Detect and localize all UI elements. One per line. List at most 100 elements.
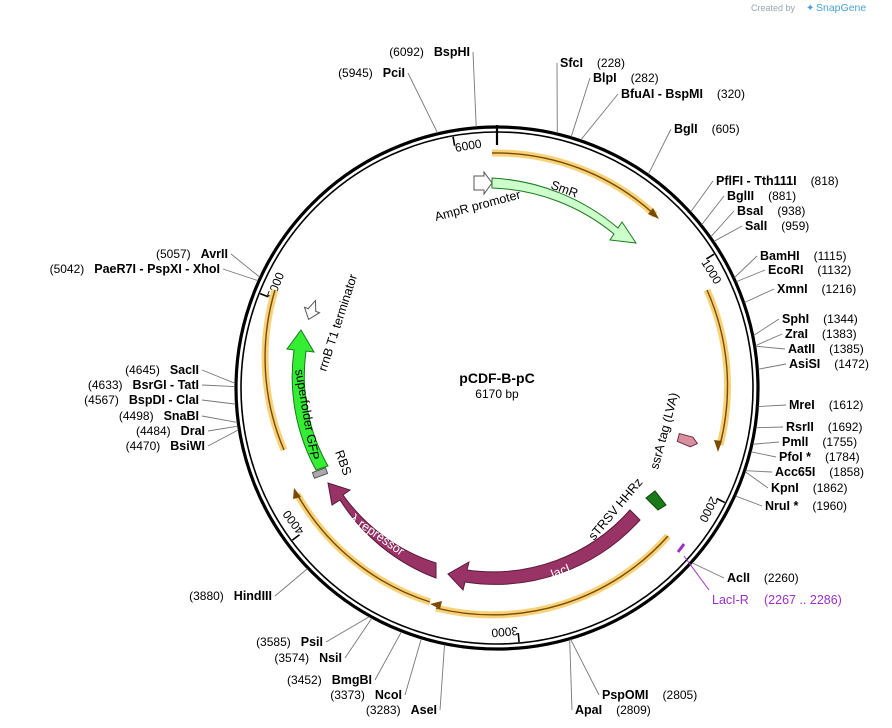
plasmid-size: 6170 bp xyxy=(475,387,519,401)
site-name: BlpI xyxy=(593,71,617,85)
site-pspomi[interactable]: PspOMI(2805) xyxy=(570,639,698,702)
site-sali[interactable]: SalI(959) xyxy=(713,219,809,242)
site-bsrgi[interactable]: BsrGI - TatI(4633) xyxy=(88,378,236,392)
site-drai[interactable]: DraI(4484) xyxy=(136,424,238,438)
strsv-hhrz-feature[interactable] xyxy=(645,490,667,511)
site-bsphi[interactable]: BspHI(6092) xyxy=(389,45,477,127)
branding-name[interactable]: SnapGene xyxy=(816,2,866,14)
site-hindiii[interactable]: HindIII(3880) xyxy=(189,568,308,603)
site-asisi[interactable]: AsiSI(1472) xyxy=(758,357,869,371)
primer-pos: (2267 .. 2286) xyxy=(764,593,842,607)
site-name: SphI xyxy=(782,312,809,326)
site-leader-line xyxy=(735,495,763,507)
site-leader-line xyxy=(222,268,259,282)
site-name: NcoI xyxy=(375,688,402,702)
site-position: (2809) xyxy=(616,703,651,717)
rrnb-terminator-arrow[interactable] xyxy=(301,298,323,322)
site-bspdi[interactable]: BspDI - ClaI(4567) xyxy=(84,393,236,407)
site-position: (1692) xyxy=(828,420,863,434)
site-leader-line xyxy=(404,638,422,696)
site-acc65i[interactable]: Acc65I(1858) xyxy=(745,465,864,479)
site-position: (5057) xyxy=(156,247,191,261)
site-leader-line xyxy=(325,616,370,643)
site-name: SfcI xyxy=(560,56,583,70)
site-psii[interactable]: PsiI(3585) xyxy=(256,616,370,649)
site-zrai[interactable]: ZraI (1383) xyxy=(755,327,857,347)
superfolder-gfp-feature[interactable] xyxy=(286,329,329,471)
site-bamhi[interactable]: BamHI(1115) xyxy=(734,249,847,278)
site-leader-line xyxy=(691,562,725,579)
tick-mark-5000 xyxy=(259,292,269,298)
site-leader-line xyxy=(407,72,438,134)
site-name: BfuAI - BspMI xyxy=(621,87,703,101)
site-position: (1344) xyxy=(823,312,858,326)
site-position: (3880) xyxy=(189,589,224,603)
site-name: RsrII xyxy=(786,420,814,434)
ampr-promoter-label: AmpR promoter xyxy=(433,188,522,224)
site-bsai[interactable]: BsaI(938) xyxy=(710,204,806,238)
site-name: AvrII xyxy=(201,247,228,261)
site-position: (1132) xyxy=(817,263,851,277)
site-snabi[interactable]: SnaBI(4498) xyxy=(119,409,238,423)
tick-mark-3000 xyxy=(517,633,520,643)
tick-label-2000: 2000 xyxy=(696,494,721,524)
site-acli[interactable]: AclI(2260) xyxy=(691,562,799,585)
smr-feature[interactable] xyxy=(491,177,638,244)
site-name: ZraI xyxy=(785,327,808,341)
rbs-feature[interactable] xyxy=(311,467,329,479)
restriction-sites: BspHI(6092)PciI(5945)SfcI(228)BlpI(282)B… xyxy=(50,45,869,717)
site-sfci[interactable]: SfcI(228) xyxy=(556,56,625,134)
site-ncoi[interactable]: NcoI(3373) xyxy=(330,638,422,702)
tick-label-3000: 3000 xyxy=(490,624,518,640)
orf-arc-lambda[interactable] xyxy=(293,492,432,606)
site-kpni[interactable]: KpnI(1862) xyxy=(744,471,847,495)
site-bmgbi[interactable]: BmgBI(3452) xyxy=(287,631,402,687)
site-name: BspDI - ClaI xyxy=(129,393,199,407)
site-bgli[interactable]: BglI(605) xyxy=(647,122,740,175)
site-blpi[interactable]: BlpI(282) xyxy=(570,71,659,137)
plasmid-name: pCDF-B-pC xyxy=(459,370,534,386)
site-position: (1383) xyxy=(822,327,857,341)
site-xmni[interactable]: XmnI(1216) xyxy=(744,282,857,303)
site-aatii[interactable]: AatII(1385) xyxy=(755,342,864,356)
site-apai[interactable]: ApaI(2809) xyxy=(569,639,651,717)
site-pcii[interactable]: PciI(5945) xyxy=(338,66,438,134)
site-bsiwi[interactable]: BsiWI(4470) xyxy=(126,429,239,453)
site-mrei[interactable]: MreI(1612) xyxy=(758,398,863,412)
site-ecori[interactable]: EcoRI(1132) xyxy=(736,263,851,283)
site-leader-line xyxy=(713,225,743,242)
site-leader-line xyxy=(710,210,735,238)
site-leader-line xyxy=(755,345,786,350)
site-leader-line xyxy=(201,415,238,423)
site-leader-line xyxy=(580,93,619,141)
site-position: (5042) xyxy=(50,262,85,276)
site-position: (1472) xyxy=(834,357,869,371)
site-name: AseI xyxy=(411,703,437,717)
lambda-repressor-feature[interactable] xyxy=(327,482,437,579)
laci-feature[interactable] xyxy=(447,509,641,592)
site-asei[interactable]: AseI(3283) xyxy=(366,644,445,717)
site-name: KpnI xyxy=(771,481,799,495)
site-name: BsiWI xyxy=(170,439,205,453)
site-sacii[interactable]: SacII(4645) xyxy=(125,363,236,384)
site-nsii[interactable]: NsiI(3574) xyxy=(274,617,373,665)
site-paer7i[interactable]: PaeR7I - PspXI - XhoI(5042) xyxy=(50,262,259,282)
site-nrui[interactable]: NruI *(1960) xyxy=(735,495,847,513)
site-position: (881) xyxy=(768,189,796,203)
site-sphi[interactable]: SphI (1344) xyxy=(753,312,858,336)
site-position: (320) xyxy=(717,87,745,101)
site-bglii[interactable]: BglII(881) xyxy=(701,189,796,225)
site-avrii[interactable]: AvrII (5057) xyxy=(156,247,260,278)
site-leader-line xyxy=(207,425,238,432)
ampr-promoter-arrow[interactable] xyxy=(473,170,493,196)
ssra-tag-feature[interactable] xyxy=(676,432,699,449)
site-rsrii[interactable]: RsrII (1692) xyxy=(755,420,863,434)
primer-lacI-r[interactable]: LacI-R (2267 .. 2286) xyxy=(676,543,842,607)
site-leader-line xyxy=(755,426,784,429)
site-pfoi[interactable]: PfoI *(1784) xyxy=(751,450,860,464)
site-name: BmgBI xyxy=(332,673,372,687)
site-pmli[interactable]: PmlI(1755) xyxy=(752,435,857,449)
site-bfuai[interactable]: BfuAI - BspMI (320) xyxy=(580,87,745,141)
site-leader-line xyxy=(344,617,373,659)
site-pflfi[interactable]: PflFI - Tth111I(818) xyxy=(690,174,839,213)
